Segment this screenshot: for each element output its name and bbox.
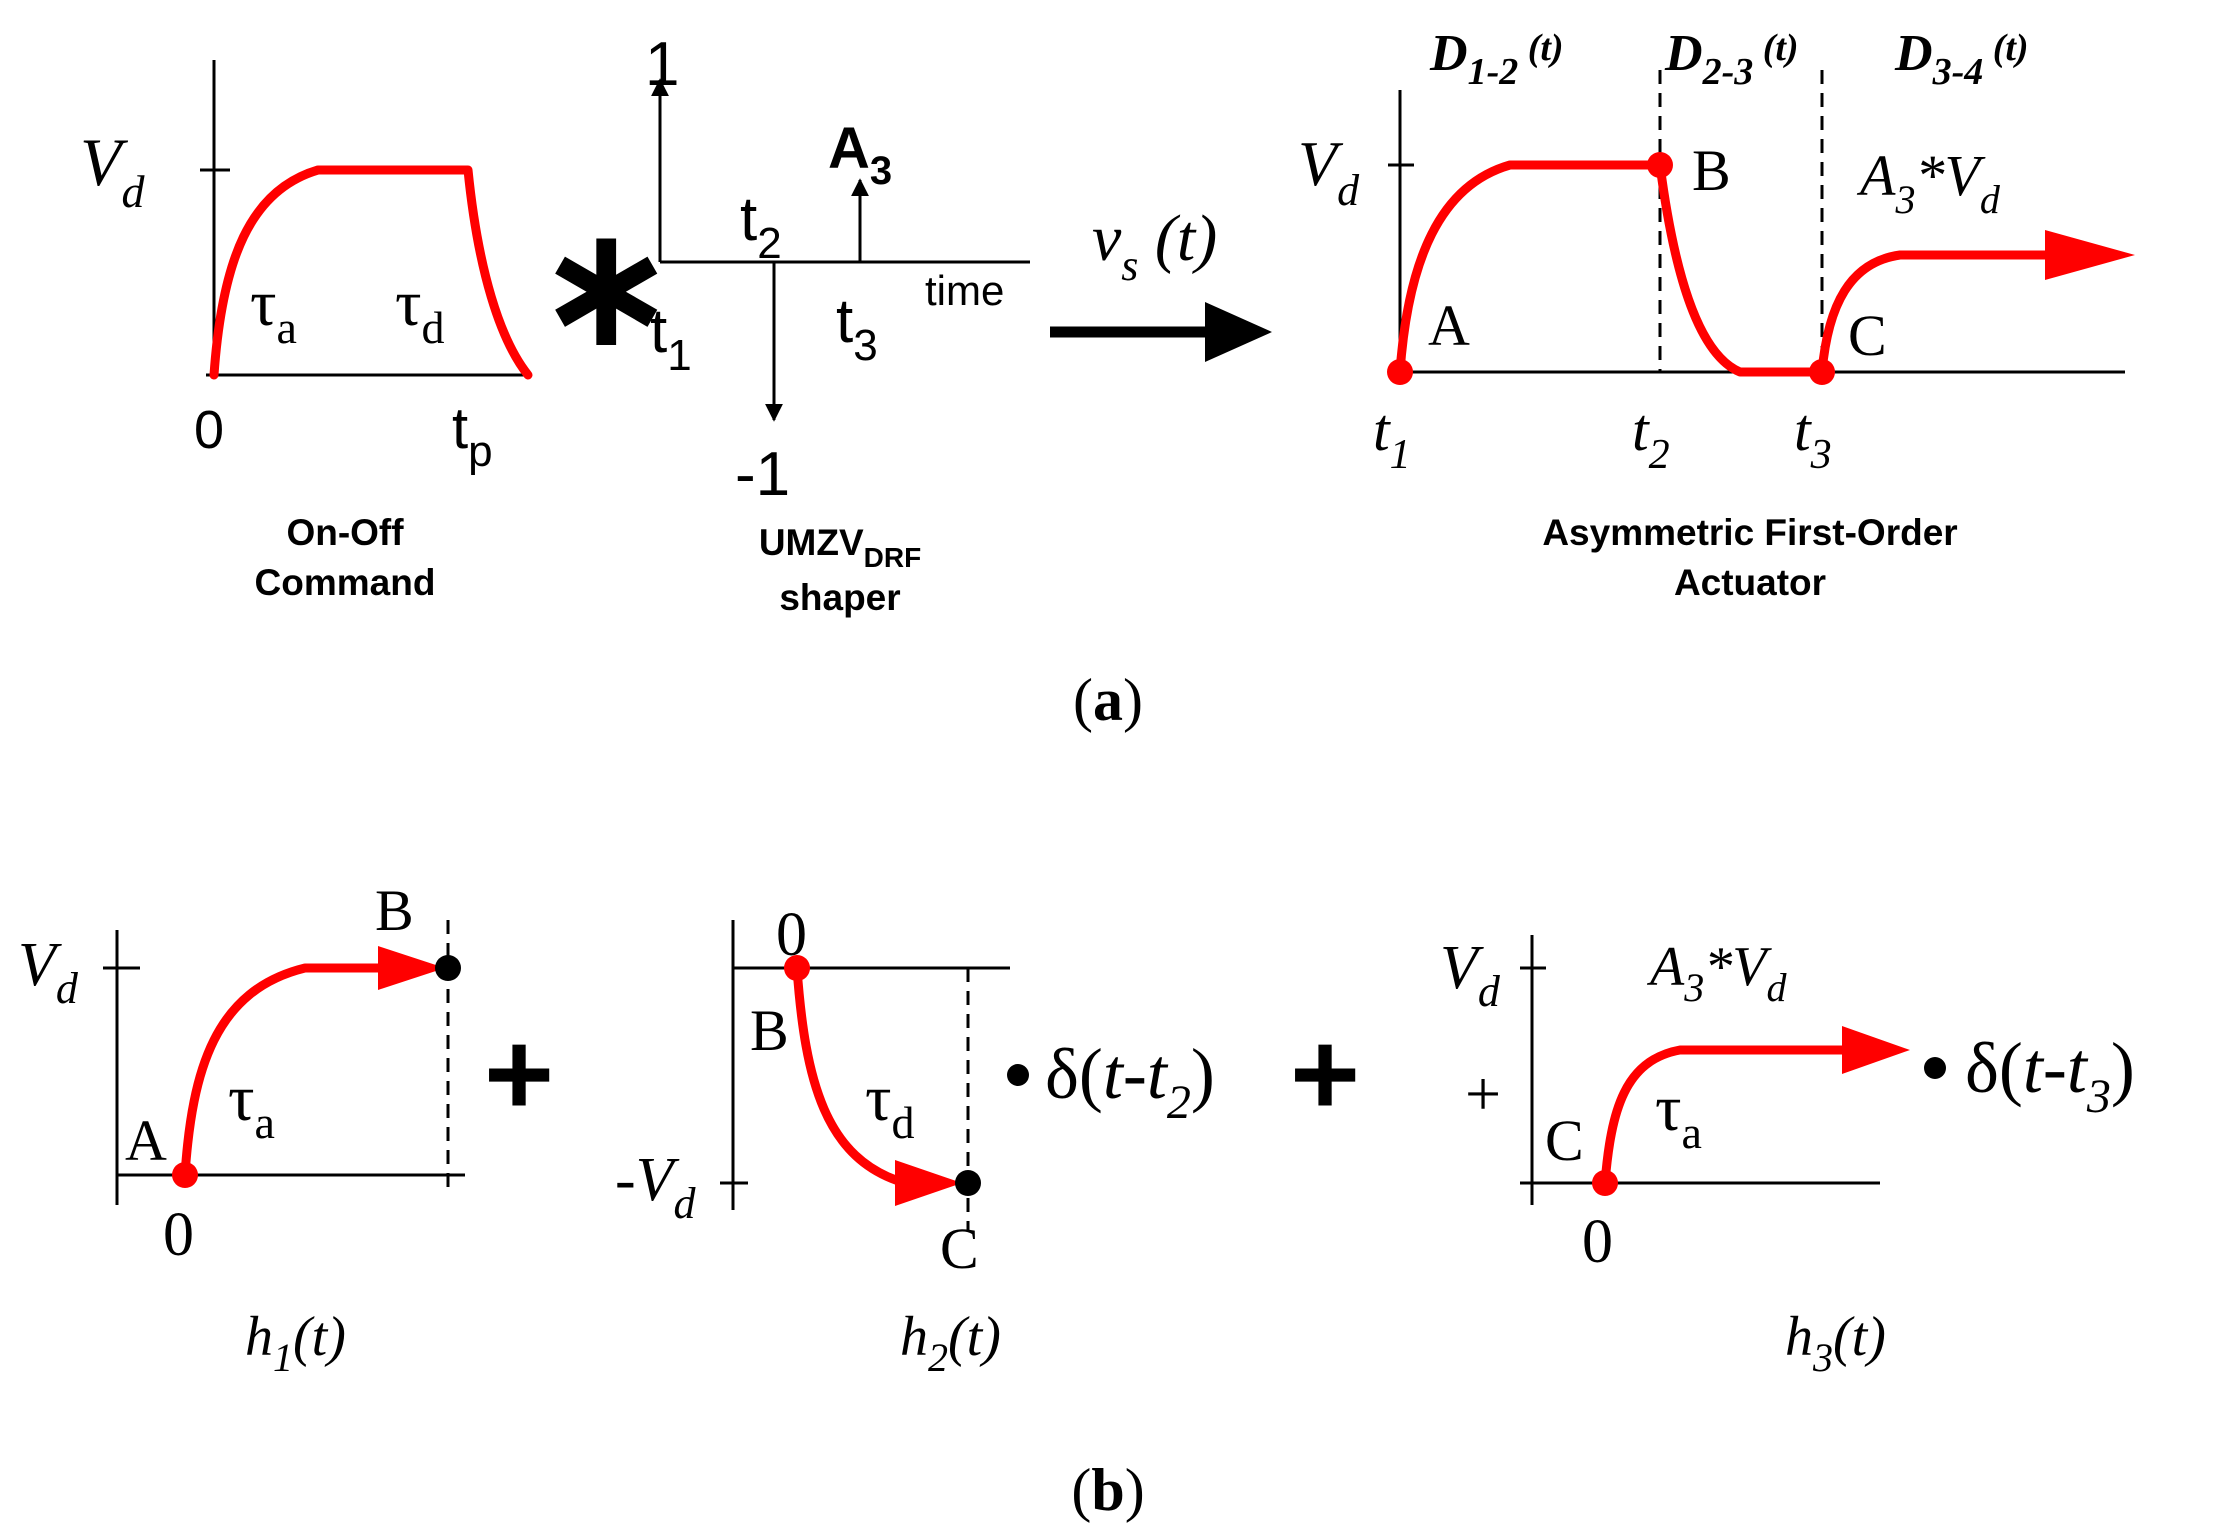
h2-delta-label: δ(t-t2) (1045, 1034, 1215, 1129)
h3-sign-label: + (1465, 1058, 1501, 1129)
h2-plot: 0 B C τd -Vd δ(t-t2) h2(t) (615, 901, 1215, 1380)
actuator-point-c-label: C (1848, 303, 1887, 368)
plus-sign-1: + (484, 1007, 554, 1141)
h2-name-label: h2(t) (900, 1306, 1001, 1380)
panel-a: Vd τa τd 0 tp On-Off Command ∗ 1 -1 A3 t… (80, 25, 2135, 733)
h3-curve (1600, 1045, 1850, 1188)
on-off-tau-a-label: τa (250, 267, 297, 353)
on-off-caption-line2: Command (255, 562, 436, 603)
shaper-caption-line2: shaper (779, 577, 900, 618)
actuator-point-a (1387, 359, 1413, 385)
on-off-caption-line1: On-Off (286, 512, 404, 553)
signal-vs-label: vs (t) (1092, 202, 1217, 290)
actuator-response-curve (1395, 160, 2065, 377)
on-off-tp-label: tp (452, 396, 493, 476)
h1-origin-label: 0 (163, 1201, 194, 1269)
shaper-plot: 1 -1 A3 t1 t2 t3 time UMZVDRF shaper (645, 30, 1030, 618)
on-off-vd-label: Vd (80, 124, 146, 217)
h2-point-b (784, 955, 810, 981)
h1-vd-label: Vd (18, 931, 79, 1013)
h3-point-c (1592, 1170, 1618, 1196)
h2-point-b-label: B (750, 998, 789, 1063)
actuator-caption-line2: Actuator (1674, 562, 1826, 603)
h1-curve (180, 963, 395, 1180)
actuator-d12-label: D1-2 (t) (1429, 25, 1564, 93)
h1-point-a-label: A (125, 1108, 167, 1173)
h2-top-zero-label: 0 (776, 901, 807, 969)
panel-b: Vd A B τa 0 h1(t) + 0 B C τd -Vd δ(t-t2)… (18, 878, 2135, 1523)
shaper-amp-1-label: 1 (645, 30, 679, 99)
actuator-point-b-label: B (1692, 138, 1731, 203)
h3-tau-label: τa (1655, 1072, 1702, 1158)
h1-point-a (172, 1162, 198, 1188)
actuator-point-a-label: A (1428, 293, 1470, 358)
h1-tau-label: τa (228, 1062, 275, 1148)
h3-multiply-dot (1924, 1057, 1946, 1079)
convolution-symbol: ∗ (535, 192, 677, 382)
actuator-caption-line1: Asymmetric First-Order (1542, 512, 1957, 553)
h2-point-c-label: C (940, 1216, 979, 1281)
h2-curve (792, 963, 915, 1188)
h1-point-b-label: B (375, 878, 414, 943)
actuator-t1-label: t1 (1373, 397, 1411, 478)
signal-arrow-group: vs (t) (1050, 202, 1272, 362)
actuator-d23-label: D2-3 (t) (1664, 25, 1799, 93)
panel-a-caption: (a) (1073, 667, 1143, 733)
h3-origin-label: 0 (1582, 1208, 1613, 1276)
h1-name-label: h1(t) (245, 1306, 346, 1380)
panel-b-caption: (b) (1071, 1457, 1144, 1523)
h3-arrowhead (1842, 1026, 1910, 1074)
h3-name-label: h3(t) (1785, 1306, 1886, 1380)
h2-point-c (955, 1170, 981, 1196)
h1-arrowhead (378, 946, 445, 990)
signal-arrow-head (1205, 302, 1272, 362)
h3-point-c-label: C (1545, 1108, 1584, 1173)
actuator-t3-label: t3 (1794, 397, 1832, 478)
actuator-final-level-label: A3*Vd (1856, 143, 2001, 222)
actuator-plot: Vd D1-2 (t) D2-3 (t) D3-4 (t) A B C A3*V… (1298, 25, 2135, 603)
h2-multiply-dot (1007, 1064, 1029, 1086)
shaper-amp-3-label: A3 (828, 116, 892, 193)
h3-vd-label: Vd (1440, 934, 1501, 1016)
actuator-d34-label: D3-4 (t) (1894, 25, 2029, 93)
h3-level-label: A3*Vd (1646, 936, 1787, 1010)
actuator-t2-label: t2 (1632, 397, 1670, 478)
shaper-t1-label: t1 (650, 297, 692, 380)
plus-sign-2: + (1290, 1007, 1360, 1141)
h2-arrowhead (895, 1160, 962, 1206)
shaper-caption-line1: UMZVDRF (759, 522, 921, 573)
actuator-point-b (1647, 152, 1673, 178)
h1-plot: Vd A B τa 0 h1(t) (18, 878, 465, 1380)
shaper-time-label: time (925, 267, 1004, 314)
actuator-point-c (1809, 359, 1835, 385)
on-off-origin-label: 0 (194, 400, 224, 460)
actuator-vd-label: Vd (1298, 128, 1360, 215)
h3-plot: Vd + A3*Vd C τa 0 δ(t-t3) h3(t) (1440, 934, 2135, 1380)
shaper-t2-label: t2 (740, 185, 782, 268)
h3-delta-label: δ(t-t3) (1965, 1028, 2135, 1123)
actuator-response-arrowhead (2045, 230, 2135, 280)
on-off-command-curve (209, 165, 533, 380)
shaper-t3-label: t3 (836, 287, 878, 370)
on-off-command-plot: Vd τa τd 0 tp On-Off Command (80, 60, 533, 603)
h1-point-b (435, 955, 461, 981)
h2-tau-label: τd (865, 1062, 915, 1148)
h2-neg-vd-label: -Vd (615, 1146, 697, 1228)
shaper-amp-neg1-label: -1 (735, 440, 790, 509)
on-off-tau-d-label: τd (395, 267, 445, 353)
